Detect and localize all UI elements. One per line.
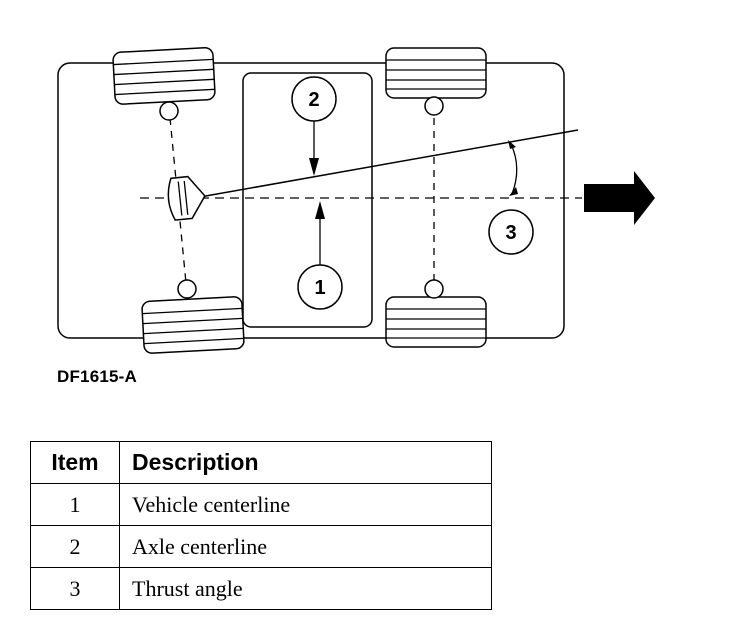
table-row: 3 Thrust angle (30, 567, 492, 610)
legend-table: Item Description 1 Vehicle centerline 2 … (30, 441, 492, 610)
vehicle-body-outline (57, 62, 565, 339)
rear-right-hub (177, 279, 197, 299)
front-left-wheel (385, 47, 487, 99)
forward-direction-arrow (584, 171, 655, 225)
cabin-outline (242, 72, 373, 328)
rear-right-wheel (141, 296, 245, 354)
callout-3-label: 3 (505, 222, 516, 244)
rear-differential (167, 175, 206, 221)
legend-item-number: 2 (30, 525, 120, 568)
legend-item-description: Vehicle centerline (119, 483, 492, 526)
legend-item-number: 3 (30, 567, 120, 610)
callout-1-arrowhead (315, 201, 325, 219)
front-left-hub (424, 96, 444, 116)
thrust-angle-arc-arrowhead-bottom (509, 187, 518, 196)
callout-2-arrowhead (309, 158, 319, 176)
table-row: 2 Axle centerline (30, 525, 492, 568)
legend-header-item: Item (30, 441, 120, 484)
front-right-hub (424, 279, 444, 299)
legend-item-number: 1 (30, 483, 120, 526)
legend-item-description: Axle centerline (119, 525, 492, 568)
rear-left-hub (159, 101, 179, 121)
legend-header-description: Description (119, 441, 492, 484)
figure-id-label: DF1615-A (57, 367, 138, 386)
thrust-angle-arc (510, 143, 518, 195)
callout-3-circle (488, 209, 534, 255)
callout-2-label: 2 (308, 89, 319, 111)
table-row: 1 Vehicle centerline (30, 483, 492, 526)
vehicle-thrust-angle-diagram: 2 1 3 (57, 47, 655, 354)
rear-left-wheel (112, 47, 216, 105)
legend-header-row: Item Description (30, 441, 492, 484)
callout-1-label: 1 (314, 277, 325, 299)
thrust-angle-arc-arrowhead-top (508, 140, 516, 149)
legend-item-description: Thrust angle (119, 567, 492, 610)
front-right-wheel (385, 296, 487, 348)
thrust-line (199, 129, 579, 198)
